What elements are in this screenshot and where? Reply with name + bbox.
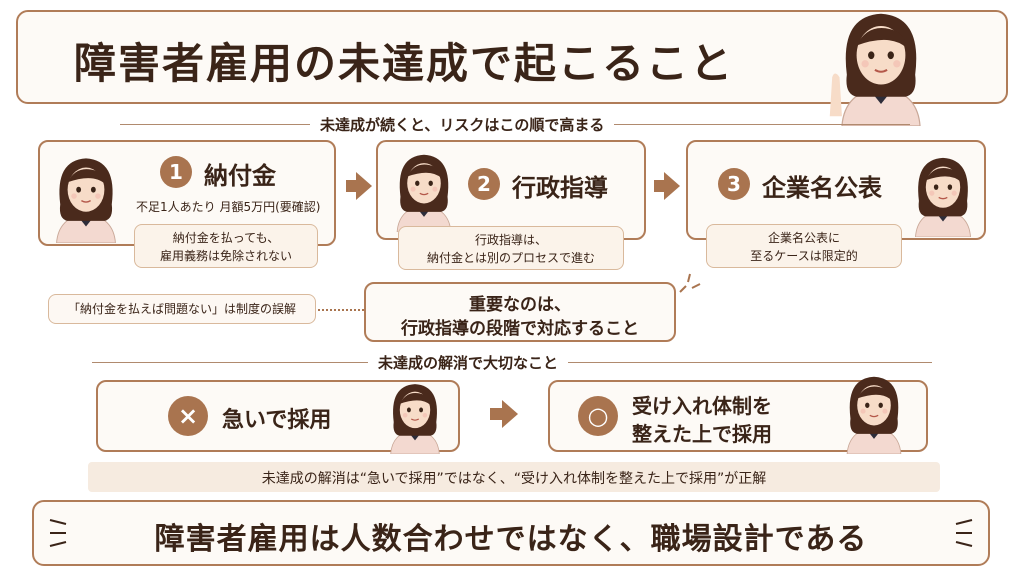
woman-thinking-icon (40, 150, 132, 244)
arrow-right-icon (356, 172, 372, 200)
cross-icon: × (168, 396, 208, 436)
arrow-1-stem (346, 180, 358, 192)
important-box: 重要なのは、 行政指導の段階で対応すること (364, 282, 676, 342)
woman-pointing-icon (826, 370, 922, 454)
step-1-detail: 不足1人あたり 月額5万円(要確認) (136, 200, 321, 214)
wrong-choice-text: 急いで採用 (222, 408, 332, 433)
page-title: 障害者雇用の未達成で起こること (74, 39, 735, 88)
dotted-connector (318, 309, 364, 311)
misconception-note: 「納付金を払えば問題ない」は制度の誤解 (48, 294, 316, 324)
step-1-number: 1 (160, 156, 192, 188)
step-2-note: 行政指導は、 納付金とは別のプロセスで進む (398, 226, 624, 270)
summary-strip: 未達成の解消は“急いで採用”ではなく、“受け入れ体制を整えた上で採用”が正解 (88, 462, 940, 492)
emphasis-lines-icon (955, 519, 973, 547)
emphasis-lines-icon (679, 273, 701, 293)
summary-text: 未達成の解消は“急いで採用”ではなく、“受け入れ体制を整えた上で採用”が正解 (261, 471, 767, 487)
step-1-note: 納付金を払っても、 雇用義務は免除されない (134, 224, 318, 268)
woman-thinking-icon (900, 148, 986, 240)
step-3-number: 3 (718, 168, 750, 200)
important-line2: 行政指導の段階で対応すること (401, 319, 639, 339)
woman-pointing-icon (829, 4, 944, 126)
arrow-right-icon (502, 400, 518, 428)
step-1-title: 納付金 (204, 162, 276, 190)
step-2-title: 行政指導 (512, 174, 608, 202)
right-choice-line1: 受け入れ体制を (632, 394, 772, 418)
title-banner: 障害者雇用の未達成で起こること (16, 10, 1008, 104)
emphasis-lines-icon (49, 519, 67, 547)
important-line1: 重要なのは、 (469, 295, 571, 315)
woman-thinking-icon (372, 378, 458, 454)
conclusion-title: 障害者雇用は人数合わせではなく、職場設計である (154, 522, 868, 557)
arrow-3-stem (490, 408, 504, 420)
woman-pointing-icon (382, 146, 466, 234)
circle-icon: ○ (578, 396, 618, 436)
step-3-note: 企業名公表に 至るケースは限定的 (706, 224, 902, 268)
step-1-note-line2: 雇用義務は免除されない (159, 249, 292, 263)
step-1-note-line1: 納付金を払っても、 (172, 231, 280, 245)
right-choice-line2: 整えた上で採用 (632, 422, 772, 446)
step-2-note-line2: 納付金とは別のプロセスで進む (426, 251, 595, 265)
step-2-note-line1: 行政指導は、 (474, 233, 547, 247)
conclusion-banner: 障害者雇用は人数合わせではなく、職場設計である (32, 500, 990, 566)
arrow-2-stem (654, 180, 666, 192)
step-3-note-line2: 至るケースは限定的 (750, 249, 858, 263)
step-3-note-line1: 企業名公表に (767, 231, 840, 245)
step-2-number: 2 (468, 168, 500, 200)
risk-section-label: 未達成が続くと、リスクはこの順で高まる (310, 114, 615, 135)
resolve-section-label: 未達成の解消で大切なこと (368, 352, 569, 373)
step-3-title: 企業名公表 (762, 174, 882, 202)
arrow-right-icon (664, 172, 680, 200)
